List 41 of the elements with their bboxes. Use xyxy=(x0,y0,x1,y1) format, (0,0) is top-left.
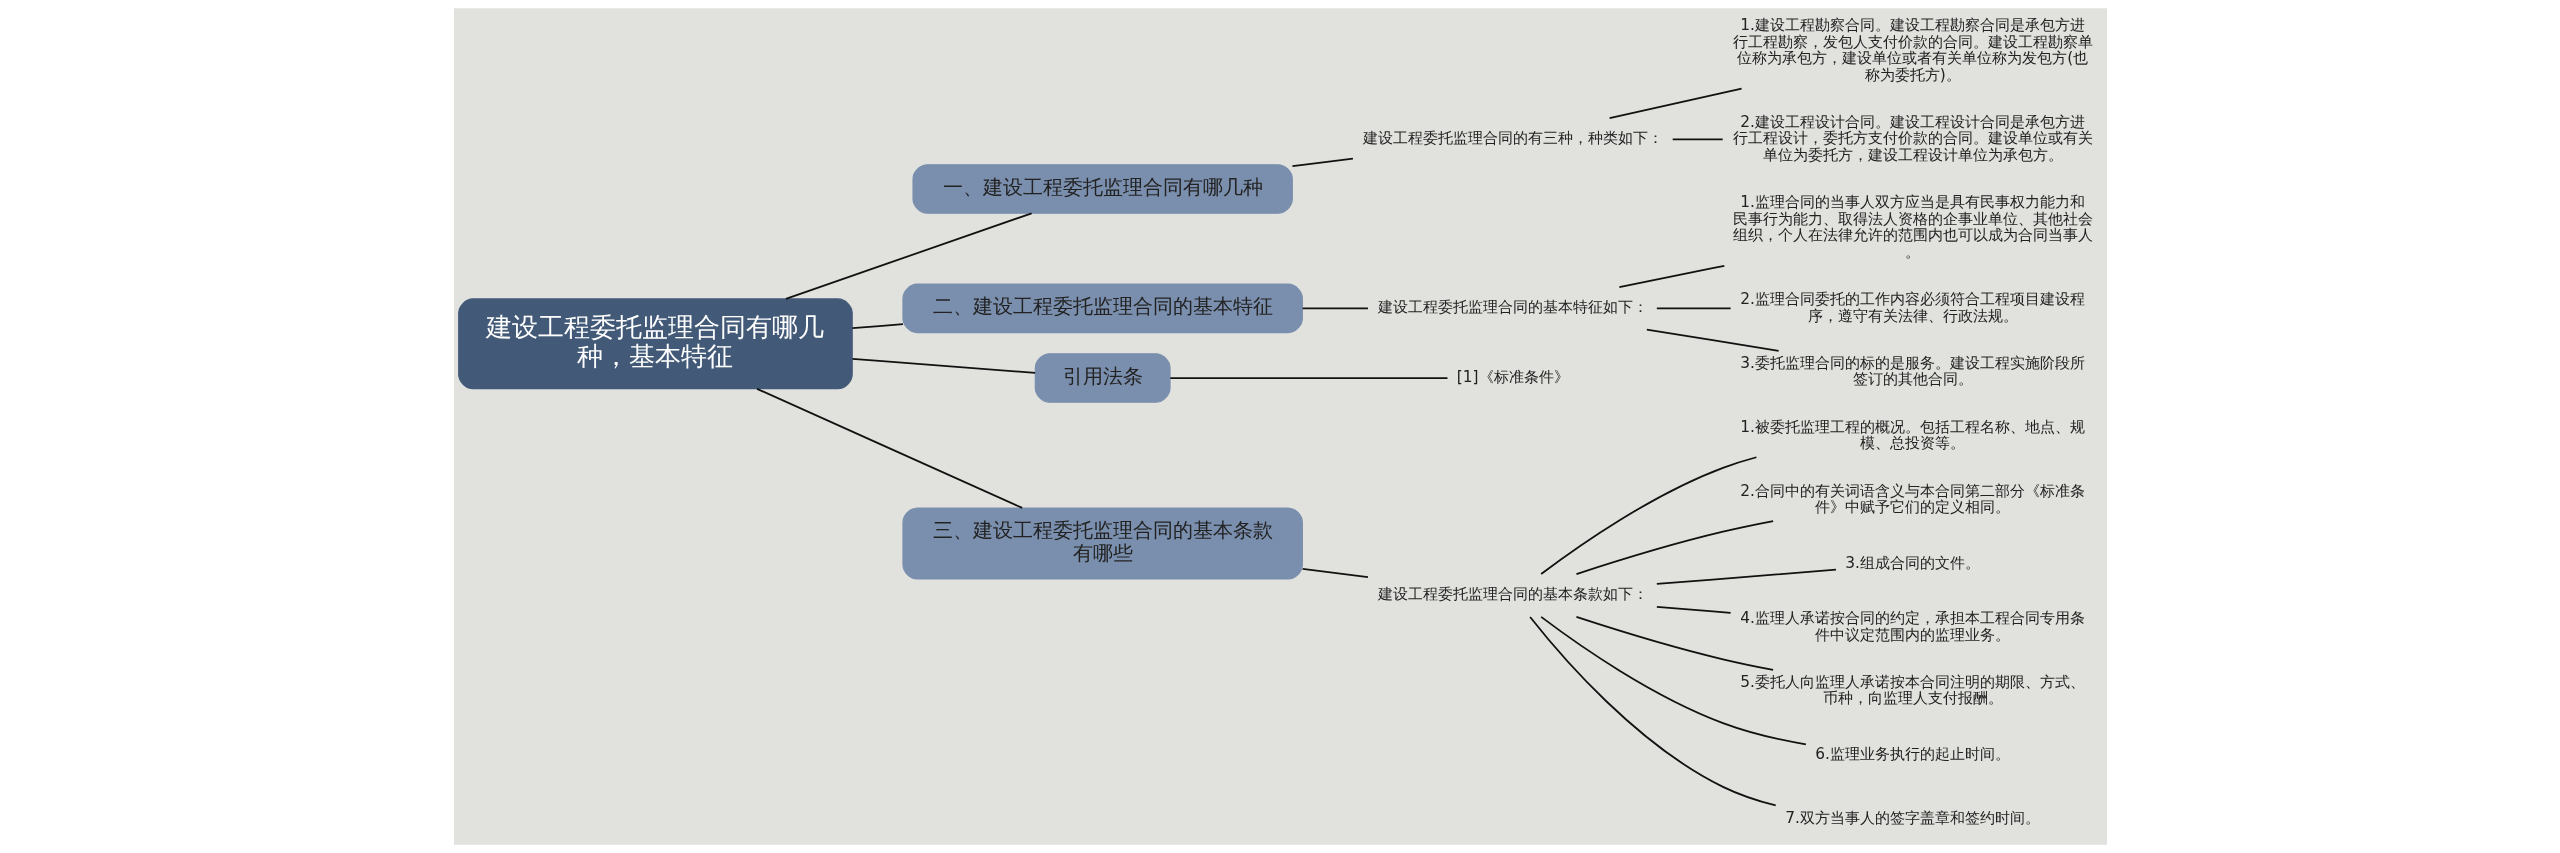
connector xyxy=(1608,87,1742,119)
connector xyxy=(1645,328,1779,352)
connector xyxy=(1168,377,1448,379)
node-text: 3.委托监理合同的标的是服务。建设工程实施阶段所签订的其他合同。 xyxy=(1739,353,2085,389)
node-text: 建设工程委托监理合同的基本特征如下： xyxy=(1377,298,1648,317)
node-text: 1.建设工程勘察合同。建设工程勘察合同是承包方进行工程勘察，发包人支付价款的合同。建设工程勘察单位称为承包方，建设单位或者有关单位称为发包方(也称为委托方)。 xyxy=(1732,15,2093,84)
connector xyxy=(851,323,904,330)
node-text: 4.监理人承诺按合同的约定，承担本工程合同专用条件中议定范围内的监理业务。 xyxy=(1739,609,2085,644)
connector xyxy=(1575,520,1774,575)
connector xyxy=(1301,307,1369,310)
connector xyxy=(1617,264,1725,288)
connector xyxy=(1291,157,1354,167)
connector xyxy=(851,358,1036,374)
node-box: 建设工程委托监理合同有哪几种，基本特征 xyxy=(457,298,853,390)
node-box: 一、建设工程委托监理合同有哪几种 xyxy=(911,164,1293,214)
connector xyxy=(1671,138,1724,141)
node-text: 建设工程委托监理合同的基本条款如下： xyxy=(1377,585,1648,604)
node-text: 1.被委托监理工程的概况。包括工程名称、地点、规模、总投资等。 xyxy=(1739,417,2085,453)
node-text: 建设工程委托监理合同的有三种，种类如下： xyxy=(1362,129,1663,148)
node-text: 2.监理合同委托的工作内容必须符合工程项目建设程序，遵守有关法律、行政法规。 xyxy=(1739,290,2085,325)
connector xyxy=(1301,567,1369,579)
node-text: 6.监理业务执行的起止时间。 xyxy=(1814,744,2010,763)
node-text: 3.组成合同的文件。 xyxy=(1844,553,1980,572)
connector xyxy=(1655,606,1731,614)
node-text: 7.双方当事人的签字盖章和签约时间。 xyxy=(1784,808,2040,827)
connector xyxy=(1575,615,1774,671)
connector xyxy=(1655,568,1837,585)
node-text: [1]《标准条件》 xyxy=(1456,368,1569,387)
connector xyxy=(1528,616,1777,807)
connector xyxy=(1539,456,1757,575)
node-box: 三、建设工程委托监理合同的基本条款有哪些 xyxy=(901,507,1303,580)
node-box: 二、建设工程委托监理合同的基本特征 xyxy=(901,283,1303,334)
node-text: 1.监理合同的当事人双方应当是具有民事权力能力和民事行为能力、取得法人资格的企事业单位、其他社会组织，个人在法律允许的范围内也可以成为合同当事人。 xyxy=(1732,193,2093,261)
node-text: 2.建设工程设计合同。建设工程设计合同是承包方进行工程设计，委托方支付价款的合同。建设单位或有关单位为委托方，建设工程设计单位为承包方。 xyxy=(1732,112,2093,164)
node-box: 引用法条 xyxy=(1034,353,1171,403)
node-text: 5.委托人向监理人承诺按本合同注明的期限、方式、币种，向监理人支付报酬。 xyxy=(1739,672,2085,708)
connector xyxy=(1655,307,1731,310)
connector xyxy=(784,212,1032,300)
connector xyxy=(755,387,1023,509)
connector xyxy=(1539,616,1807,746)
node-text: 2.合同中的有关词语含义与本合同第二部分《标准条件》中赋予它们的定义相同。 xyxy=(1739,481,2085,517)
